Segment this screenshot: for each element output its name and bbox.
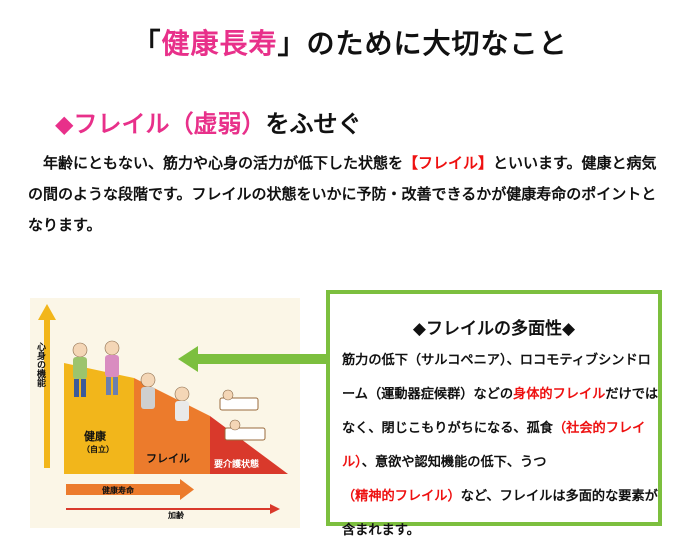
box-text: だけではなく、閉じこもりがちになる、孤食 — [342, 387, 659, 436]
lifespan-arrow-shaft — [66, 484, 182, 495]
function-axis-shaft — [44, 318, 50, 468]
box-body: 筋力の低下（サルコペニア）、ロコモティブシンドローム（運動器症候群）などの身体的… — [342, 344, 660, 548]
title-close: 」 — [277, 27, 307, 60]
title-open: 「 — [132, 27, 162, 60]
y-axis-label: 心身の機能 — [35, 342, 45, 387]
section-heading: ◆フレイル（虚弱）をふせぐ — [55, 104, 361, 139]
function-axis-arrowhead — [38, 304, 56, 320]
title-highlight: 健康長寿 — [161, 27, 278, 60]
frailty-diagram-svg — [38, 304, 288, 514]
intro-paragraph: 年齢にともない、筋力や心身の活力が低下した状態を【フレイル】といいます。健康と病… — [28, 148, 668, 241]
healthy-people-illustration — [72, 340, 120, 397]
box-text: 筋力の低下（サルコペニア）、ロコモティブシンドローム（運動器症候群）などの — [342, 353, 651, 402]
title-rest: のために大切なこと — [306, 27, 568, 60]
stage-frail-label: フレイル — [146, 452, 190, 465]
paragraph-text: 年齢にともない、筋力や心身の活力が低下した状態を — [28, 154, 404, 172]
social-frailty-label: （社会的フレイル） — [342, 421, 646, 470]
section-highlight: フレイル（虚弱） — [73, 110, 266, 138]
physical-frailty-label: 身体的フレイル — [513, 387, 606, 402]
stage-care-label: 要介護状態 — [214, 460, 260, 470]
box-title: ◆フレイルの多面性◆ — [412, 319, 576, 339]
care-beds-illustration — [219, 389, 266, 441]
lifespan-arrow-label: 健康寿命 — [102, 486, 134, 495]
box-text: など、フレイルは多面的な要素が含まれます。 — [342, 489, 658, 538]
mental-frailty-label: （精神的フレイル） — [342, 489, 461, 504]
section-marker: ◆ — [55, 110, 74, 138]
age-arrow-label: 加齢 — [168, 511, 184, 520]
paragraph-highlight: 【フレイル】 — [403, 154, 494, 172]
frailty-diagram: 心身の機能 健康 （自立） フレイル 要介護状態 健康寿命 加齢 — [30, 298, 300, 528]
paragraph-text: といいます。健康と病気の間のような段階です。フレイルの状態をいかに予防・改善でき… — [28, 154, 657, 234]
page-title: 「健康長寿」のために大切なこと — [0, 22, 700, 62]
age-arrowhead — [270, 504, 280, 514]
lifespan-arrowhead — [180, 479, 194, 500]
box-text: 、意欲や認知機能の低下、うつ — [361, 455, 547, 470]
section-rest: をふせぐ — [265, 110, 362, 138]
frailty-aspects-box: ◆フレイルの多面性◆ 筋力の低下（サルコペニア）、ロコモティブシンドローム（運動… — [326, 290, 662, 538]
stage-healthy-sublabel: （自立） — [82, 445, 114, 454]
green-connector-arrow — [178, 346, 330, 372]
age-arrow-shaft — [66, 508, 272, 510]
stage-healthy-label: 健康 — [84, 430, 106, 443]
frail-people-illustration — [140, 372, 190, 421]
